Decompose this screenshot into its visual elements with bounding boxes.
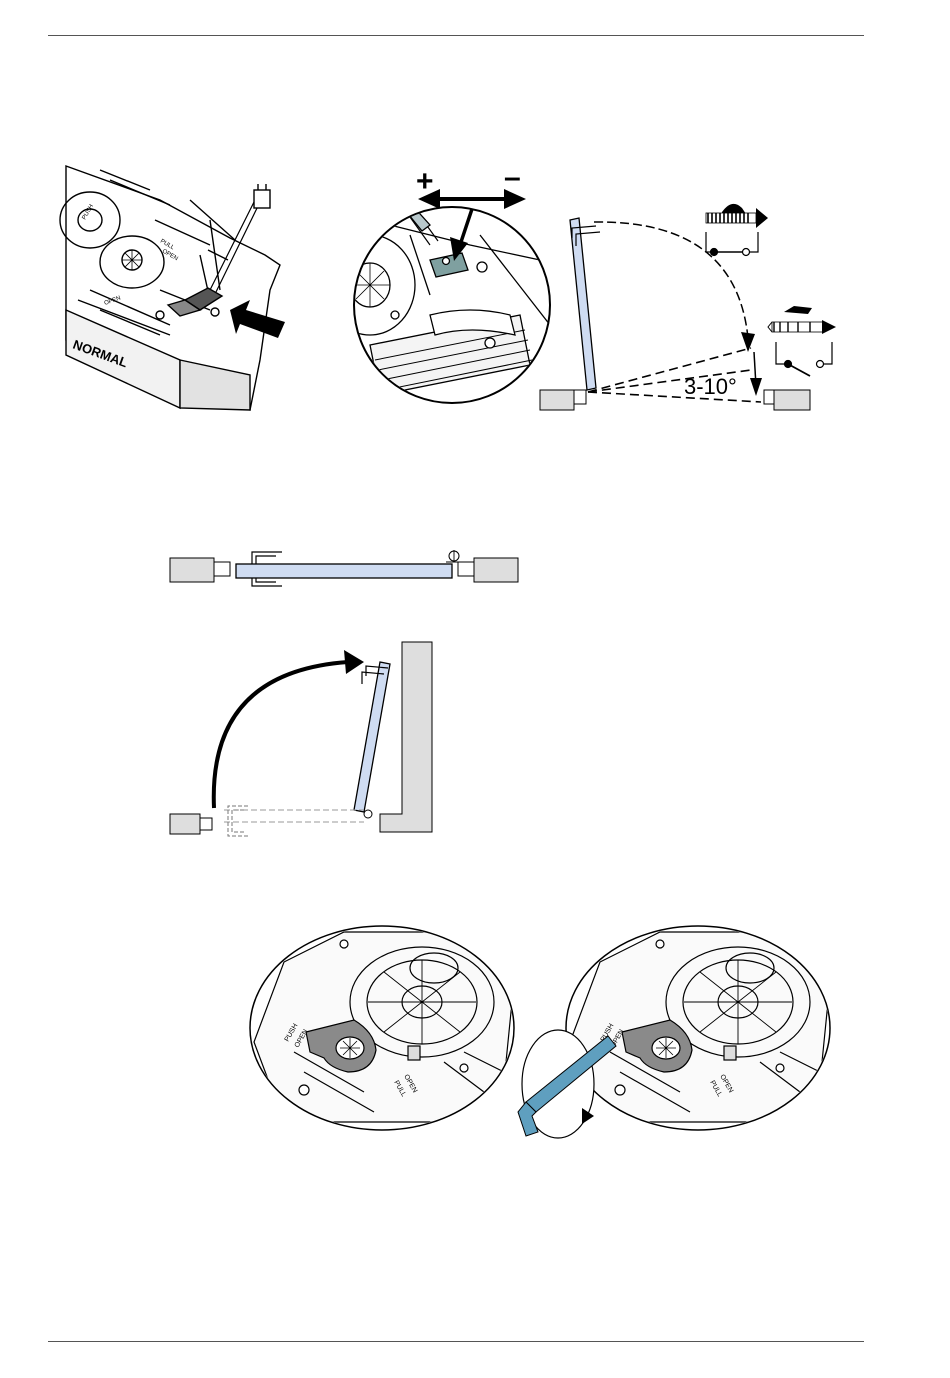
operator-housing-illustration: NORMAL PUSH OPEN PULL OPEN — [60, 160, 290, 420]
door-angle-diagram: 3-10° — [536, 180, 846, 420]
fast-speed-icon — [768, 306, 836, 334]
angle-range-label: 3-10° — [684, 374, 737, 399]
door-open-against-wall — [168, 640, 436, 840]
wall-left — [170, 814, 200, 834]
door-closed-top-view — [168, 546, 522, 592]
wall-right — [774, 390, 810, 410]
switch-closed-icon — [706, 232, 758, 256]
microswitch-adjustment-detail: + – — [350, 165, 560, 425]
hex-key-rotation — [512, 1024, 632, 1144]
door-leaf-open — [570, 218, 596, 390]
wall-right — [474, 558, 518, 582]
adjust-minus-sign: – — [504, 161, 521, 194]
slow-speed-icon — [706, 204, 768, 228]
dial-adjustment-before: PUSH OPEN PULL OPEN — [244, 922, 524, 1137]
wall-left — [540, 390, 574, 410]
footer-rule — [48, 1341, 864, 1342]
wall-left — [170, 558, 214, 582]
door-leaf-closed — [236, 564, 452, 578]
adjust-plus-sign: + — [416, 165, 434, 198]
door-leaf-open — [354, 662, 390, 812]
header-rule — [48, 35, 864, 36]
switch-open-icon — [776, 342, 832, 376]
adjust-direction-arrow — [418, 189, 526, 209]
